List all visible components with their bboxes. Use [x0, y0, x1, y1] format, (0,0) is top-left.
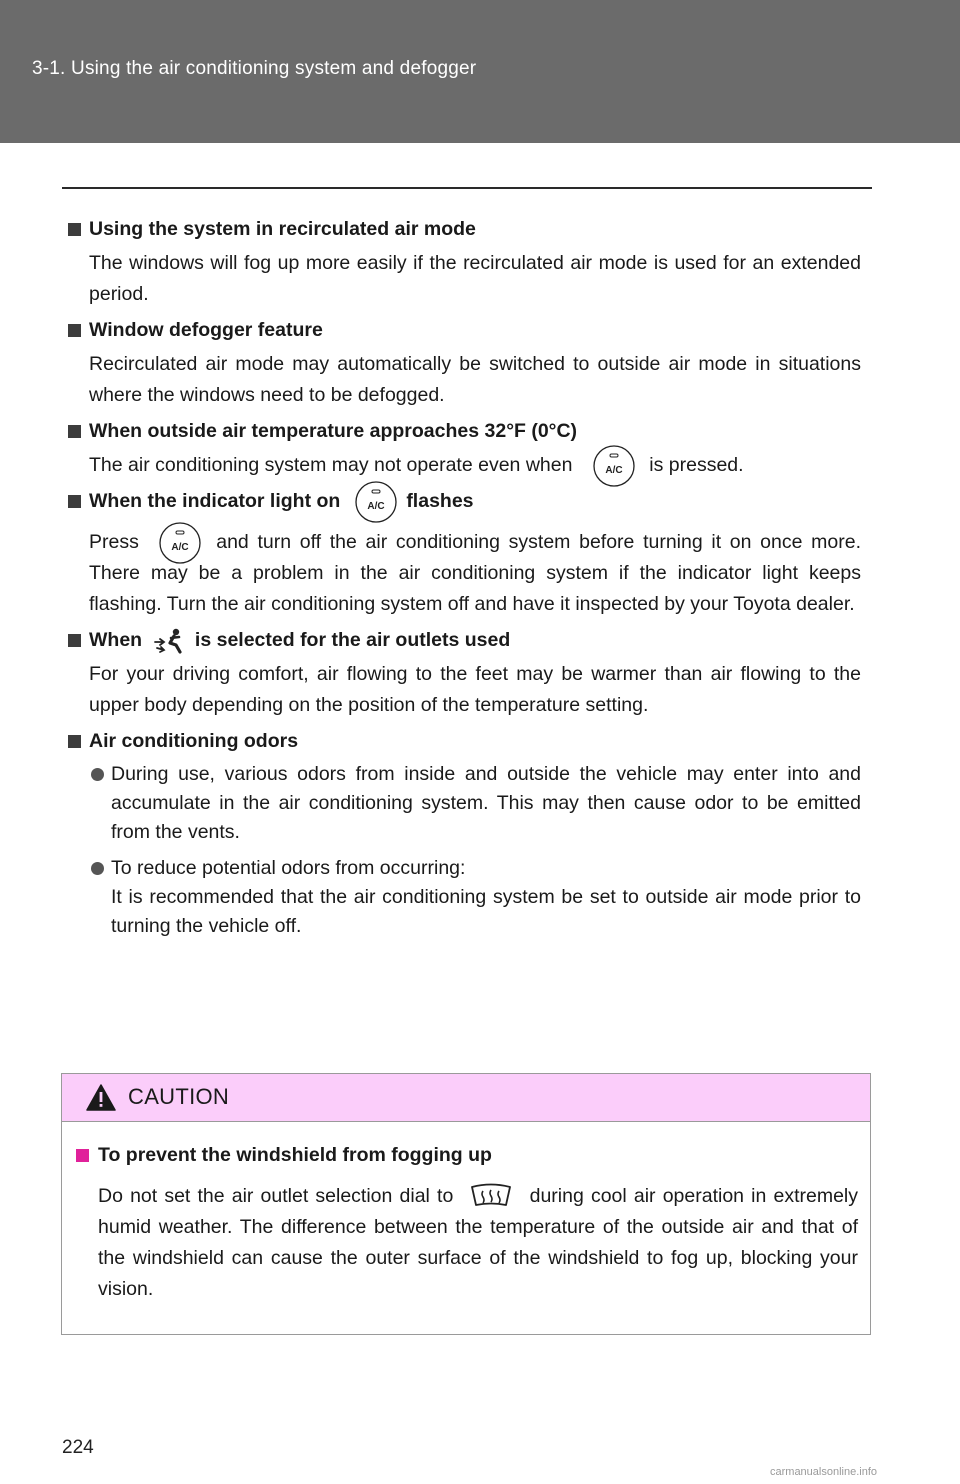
list-item: To reduce potential odors from occurring… — [68, 854, 861, 941]
section-text: Recirculated air mode may automatically … — [89, 353, 861, 406]
list-item: During use, various odors from inside an… — [68, 760, 861, 847]
section-recirculated-air: Using the system in recirculated air mod… — [68, 214, 861, 310]
ac-button-icon: A/C — [593, 445, 635, 487]
main-content: Using the system in recirculated air mod… — [68, 214, 861, 948]
caution-label: CAUTION — [128, 1084, 230, 1109]
warning-triangle-icon — [86, 1084, 116, 1111]
section-heading: Window defogger feature — [68, 315, 861, 346]
svg-text:A/C: A/C — [171, 542, 188, 553]
square-bullet-icon — [68, 324, 81, 337]
watermark: carmanualsonline.info — [770, 1466, 878, 1478]
svg-text:A/C: A/C — [368, 501, 385, 512]
section-heading: When outside air temperature approaches … — [68, 416, 861, 447]
square-bullet-icon — [68, 735, 81, 748]
section-heading: Using the system in recirculated air mod… — [68, 214, 861, 245]
square-bullet-icon — [68, 634, 81, 647]
caution-text: Do not set the air outlet selection dial… — [76, 1181, 858, 1305]
windshield-defroster-icon — [471, 1183, 512, 1206]
square-bullet-icon — [68, 495, 81, 508]
caution-box: CAUTION To prevent the windshield from f… — [61, 1073, 871, 1335]
section-text: For your driving comfort, air flowing to… — [89, 663, 861, 716]
feet-airflow-icon — [153, 628, 182, 654]
section-heading: When the indicator light on A/C flashes — [68, 481, 861, 523]
section-heading: When is selected for the air outlets use… — [68, 625, 861, 656]
round-bullet-icon — [91, 862, 104, 875]
caution-heading: To prevent the windshield from fogging u… — [76, 1140, 858, 1171]
caution-body: To prevent the windshield from fogging u… — [62, 1122, 870, 1305]
section-feet-outlet: When is selected for the air outlets use… — [68, 625, 861, 721]
page-number: 224 — [62, 1437, 94, 1458]
section-text: Press A/C and turn off the air condition… — [68, 522, 861, 620]
section-indicator-flashes: When the indicator light on A/C flashes … — [68, 481, 861, 620]
section-odors: Air conditioning odors During use, vario… — [68, 726, 861, 941]
svg-text:A/C: A/C — [605, 465, 622, 476]
header-bar: 3-1. Using the air conditioning system a… — [0, 0, 960, 143]
section-outside-temp: When outside air temperature approaches … — [68, 416, 861, 487]
ac-button-icon: A/C — [355, 481, 397, 523]
section-text: The air conditioning system may not oper… — [68, 445, 861, 487]
section-text: The windows will fog up more easily if t… — [89, 252, 861, 305]
section-window-defogger: Window defogger feature Recirculated air… — [68, 315, 861, 411]
section-title: 3-1. Using the air conditioning system a… — [32, 58, 477, 79]
caution-header: CAUTION — [62, 1074, 870, 1122]
round-bullet-icon — [91, 768, 104, 781]
square-bullet-icon — [68, 425, 81, 438]
ac-button-icon: A/C — [158, 522, 201, 564]
divider — [62, 187, 872, 189]
square-bullet-icon — [76, 1149, 89, 1162]
section-heading: Air conditioning odors — [68, 726, 861, 757]
square-bullet-icon — [68, 223, 81, 236]
